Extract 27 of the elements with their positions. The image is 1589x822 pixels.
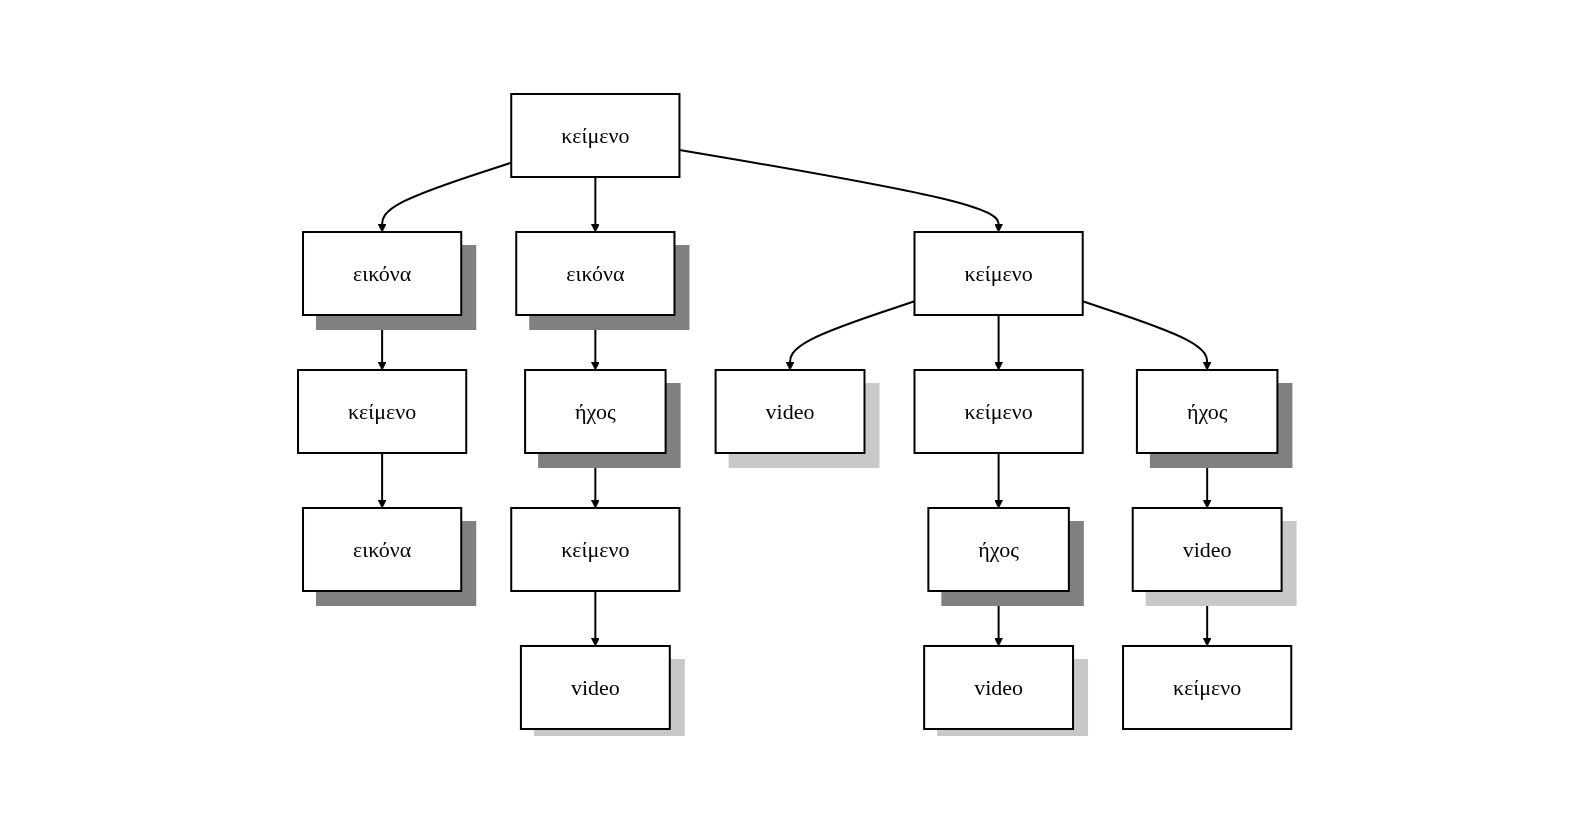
arrow xyxy=(377,451,387,508)
arrow xyxy=(590,589,600,646)
arrow xyxy=(590,313,600,370)
arrow xyxy=(1202,589,1212,646)
arrow xyxy=(994,589,1003,646)
node-box: ήχος xyxy=(927,506,1070,592)
node-box: κείμενο xyxy=(510,92,681,178)
node-box: ήχος xyxy=(523,368,667,454)
node-box: κείμενο xyxy=(913,368,1084,454)
node-box: video xyxy=(714,368,866,454)
node-box: video xyxy=(519,644,671,730)
node-box: video xyxy=(1131,506,1283,592)
arrow xyxy=(994,451,1003,508)
arrow xyxy=(590,451,600,508)
node-box: κείμενο xyxy=(510,506,681,592)
node-box: κείμενο xyxy=(913,230,1084,316)
arrow xyxy=(590,175,600,232)
node-box: εικόνα xyxy=(301,506,463,592)
node-box: κείμενο xyxy=(1121,644,1293,730)
arrow xyxy=(994,313,1003,370)
node-box: ήχος xyxy=(1135,368,1279,454)
node-box: εικόνα xyxy=(301,230,463,316)
node-box: κείμενο xyxy=(296,368,468,454)
node-box: video xyxy=(923,644,1074,730)
arrow xyxy=(377,313,387,370)
arrow xyxy=(1202,451,1212,508)
node-box: εικόνα xyxy=(515,230,676,316)
